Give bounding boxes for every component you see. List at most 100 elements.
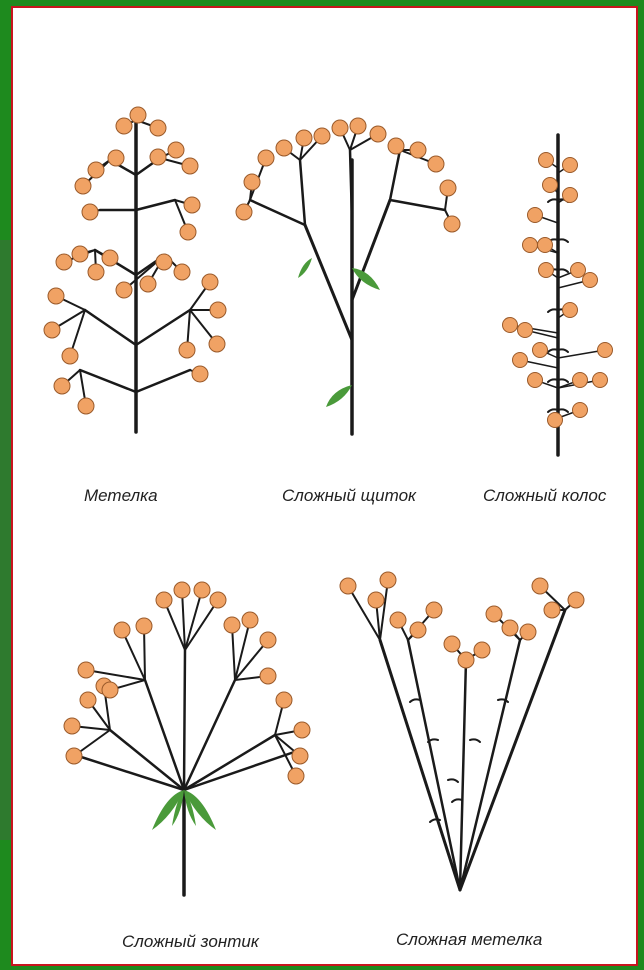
flower-head: [538, 238, 553, 253]
flower-head: [288, 768, 304, 784]
bract: [410, 699, 420, 702]
flower-head: [583, 273, 598, 288]
flower-head: [486, 606, 502, 622]
flower-head: [563, 158, 578, 173]
flower-head: [224, 617, 240, 633]
flower-head: [156, 254, 172, 270]
flower-head: [260, 632, 276, 648]
flower-head: [390, 612, 406, 628]
flower-head: [102, 250, 118, 266]
flower-head: [114, 622, 130, 638]
flower-head: [523, 238, 538, 253]
bract: [498, 699, 508, 702]
flower-head: [368, 592, 384, 608]
left-strip: [0, 240, 11, 840]
flower-head: [150, 120, 166, 136]
flower-head: [258, 150, 274, 166]
stem-line: [460, 640, 520, 890]
flower-head: [210, 592, 226, 608]
flower-head: [180, 224, 196, 240]
flower-head: [380, 572, 396, 588]
flower-head: [532, 578, 548, 594]
compound-panicle-axis: [380, 640, 460, 890]
flower-head: [136, 618, 152, 634]
flower-head: [209, 336, 225, 352]
flower-head: [513, 353, 528, 368]
flower-head: [56, 254, 72, 270]
flower-head: [426, 602, 442, 618]
flower-head: [440, 180, 456, 196]
flower-head: [544, 602, 560, 618]
flower-head: [458, 652, 474, 668]
stem-line: [380, 580, 388, 640]
bract: [470, 739, 480, 742]
flower-head: [78, 662, 94, 678]
stem-line: [184, 650, 185, 790]
flower-head: [48, 288, 64, 304]
flower-head: [130, 107, 146, 123]
flower-head: [182, 158, 198, 174]
stem-line: [408, 640, 460, 890]
stem-line: [136, 370, 190, 392]
stem-line: [185, 590, 202, 650]
flower-head: [244, 174, 260, 190]
stem-line: [390, 150, 400, 200]
flower-head: [66, 748, 82, 764]
flower-head: [184, 197, 200, 213]
flower-head: [314, 128, 330, 144]
flower-head: [444, 636, 460, 652]
flower-head: [276, 140, 292, 156]
bract: [448, 779, 458, 782]
flower-head: [474, 642, 490, 658]
flower-head: [410, 622, 426, 638]
flower-head: [140, 276, 156, 292]
flower-head: [503, 318, 518, 333]
flower-head: [539, 263, 554, 278]
flower-head: [72, 246, 88, 262]
flower-head: [388, 138, 404, 154]
caption-compound-panicle: Сложная метелка: [396, 930, 542, 950]
flower-head: [210, 302, 226, 318]
flower-head: [75, 178, 91, 194]
flower-head: [236, 204, 252, 220]
flower-head: [571, 263, 586, 278]
corymb-leaf: [326, 385, 352, 407]
flower-head: [518, 323, 533, 338]
flower-head: [242, 612, 258, 628]
flower-head: [573, 373, 588, 388]
flower-head: [528, 208, 543, 223]
flower-head: [502, 620, 518, 636]
flower-head: [294, 722, 310, 738]
flower-head: [563, 303, 578, 318]
flower-head: [150, 149, 166, 165]
caption-compound-spike: Сложный колос: [483, 486, 606, 506]
flower-head: [179, 342, 195, 358]
flower-head: [116, 282, 132, 298]
stem-line: [460, 660, 466, 890]
flower-head: [533, 343, 548, 358]
flower-head: [44, 322, 60, 338]
flower-head: [88, 162, 104, 178]
stem-line: [300, 160, 305, 225]
flower-head: [88, 264, 104, 280]
stem-line: [85, 310, 136, 345]
corymb-leaf: [298, 258, 312, 278]
flower-head: [539, 153, 554, 168]
flower-head: [260, 668, 276, 684]
flower-head: [62, 348, 78, 364]
flower-head: [202, 274, 218, 290]
flower-head: [194, 582, 210, 598]
flower-head: [168, 142, 184, 158]
flower-head: [78, 398, 94, 414]
caption-compound-umbel: Сложный зонтик: [122, 932, 259, 952]
flower-head: [340, 578, 356, 594]
flower-head: [292, 748, 308, 764]
stem-line: [136, 310, 190, 345]
flower-head: [548, 413, 563, 428]
flower-head: [108, 150, 124, 166]
flower-head: [543, 178, 558, 193]
flower-head: [174, 582, 190, 598]
bract: [428, 739, 438, 742]
bract: [452, 799, 462, 802]
stem-line: [185, 600, 218, 650]
